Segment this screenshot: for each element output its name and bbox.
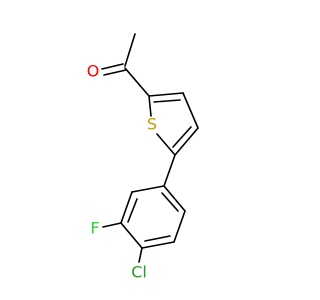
bond-thiophene-c4-c5-inner xyxy=(172,126,192,148)
atom-label-sulfur: S xyxy=(147,115,157,134)
bond-thiophene-c2-c3-inner xyxy=(153,99,181,103)
bond-carbonyl-thiophene xyxy=(124,67,150,97)
bond-benzene-chlorine xyxy=(138,247,143,263)
bond-benzene-5-6 xyxy=(173,210,186,243)
atom-label-oxygen: O xyxy=(87,62,100,81)
bond-benzene-2-3 xyxy=(120,191,133,224)
bond-benzene-6-1 xyxy=(163,185,186,212)
bond-methyl-carbonyl xyxy=(124,33,136,67)
bond-benzene-6-1-inner xyxy=(161,192,179,212)
bond-thiophene-c3-c4 xyxy=(182,92,199,129)
molecule-diagram: O S F Cl xyxy=(87,33,199,282)
bond-thiophene-c5-s xyxy=(156,133,176,156)
bond-carbonyl-double-b xyxy=(103,69,127,76)
bond-thiophene-s-c2 xyxy=(148,95,152,117)
bond-carbonyl-double-a xyxy=(101,63,124,70)
bond-benzene-4-5 xyxy=(141,241,175,249)
bond-benzene-3-4 xyxy=(120,222,143,249)
bond-benzene-4-5-inner xyxy=(144,235,171,242)
bond-benzene-1-2 xyxy=(131,185,165,193)
atom-label-chlorine: Cl xyxy=(131,263,147,282)
bond-thiophene-benzene xyxy=(163,154,176,187)
bond-benzene-2-3-inner xyxy=(127,198,138,223)
bond-benzene-fluorine xyxy=(102,222,122,228)
bond-thiophene-c4-c5 xyxy=(174,127,199,156)
bond-thiophene-c2-c3 xyxy=(148,92,184,97)
atom-label-fluorine: F xyxy=(90,219,99,238)
